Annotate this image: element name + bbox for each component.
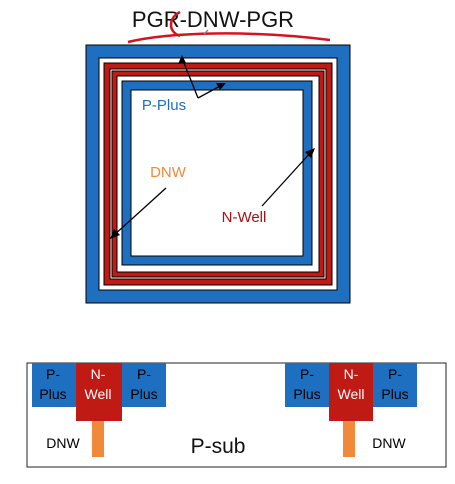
left-pplus-left-line2: Plus xyxy=(39,386,66,402)
left-pplus-right-line2: Plus xyxy=(130,386,157,402)
right-pplus-left xyxy=(285,363,329,407)
label-dnw: DNW xyxy=(150,164,187,181)
left-dnw-bar xyxy=(92,421,104,457)
label-pplus: P-Plus xyxy=(142,97,186,114)
left-nwell-line2: Well xyxy=(85,386,112,402)
annotation-mark xyxy=(203,29,209,35)
left-dnw-label: DNW xyxy=(46,435,80,451)
arrow-nwell-head xyxy=(305,148,315,158)
left-nwell xyxy=(76,363,122,421)
left-pplus-left xyxy=(32,363,76,407)
right-nwell xyxy=(329,363,373,421)
left-pplus-right-line1: P- xyxy=(137,366,151,382)
label-psub: P-sub xyxy=(191,435,246,458)
left-pplus-left-line1: P- xyxy=(46,366,60,382)
right-pplus-right-line1: P- xyxy=(388,366,402,382)
right-nwell-line2: Well xyxy=(338,386,365,402)
left-pplus-right xyxy=(122,363,166,407)
inner-core xyxy=(130,89,304,257)
arrow-nwell xyxy=(261,150,313,207)
right-pplus-left-line1: P- xyxy=(300,366,314,382)
arrow-pplus-inner-head xyxy=(216,83,226,90)
diagram-title: PGR-DNW-PGR xyxy=(132,7,294,32)
left-nwell-line1: N- xyxy=(91,366,106,382)
right-pplus-right-line2: Plus xyxy=(381,386,408,402)
right-dnw-bar xyxy=(343,421,355,457)
arrow-dnw xyxy=(112,187,167,237)
label-nwell: N-Well xyxy=(222,209,267,226)
arrow-pplus-inner xyxy=(197,84,223,99)
annotation-underline xyxy=(127,32,331,44)
right-dnw-label: DNW xyxy=(372,435,406,451)
arrow-dnw-head xyxy=(110,229,120,239)
annotation-bracket xyxy=(169,10,181,38)
right-nwell-line1: N- xyxy=(344,366,359,382)
right-pplus-right xyxy=(373,363,417,407)
arrow-pplus-outer-head xyxy=(178,55,186,64)
right-pplus-left-line2: Plus xyxy=(293,386,320,402)
arrow-pplus-outer xyxy=(181,57,199,99)
